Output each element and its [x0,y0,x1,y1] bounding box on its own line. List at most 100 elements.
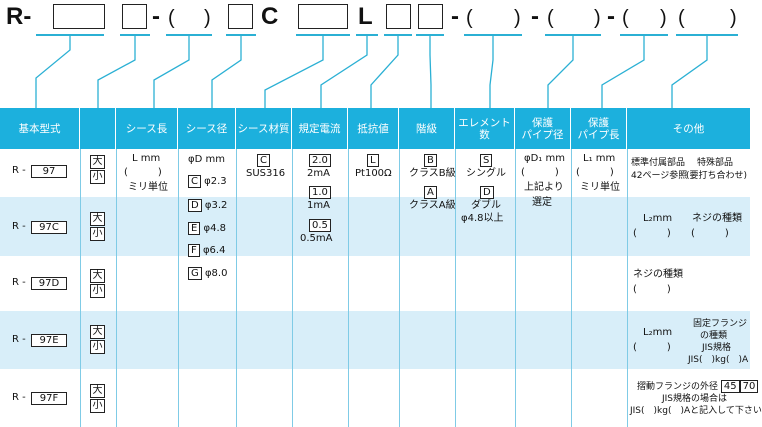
column-divider [236,149,237,427]
current-code-2: 1.0 [309,186,331,199]
column-divider [455,149,456,427]
row-band-5 [0,369,750,427]
resistor-code-box: L [367,154,379,167]
guard-len-note: ミリ単位 [580,182,620,193]
code-dash-3: - [531,3,539,30]
header-guard-dia-line2: パイプ径 [521,128,564,141]
row-r-label-3: R - [12,277,26,288]
row-model-1: 97 [31,165,67,178]
row-model-5: 97F [31,392,67,405]
guard-dia-line3: 上記より [524,182,564,193]
row-model-3: 97D [31,277,67,290]
connector-lines [35,35,708,108]
other-r4-b4: JIS( )kg( )A [688,355,749,365]
code-box-sheath-len [122,4,147,29]
header-other: その他 [627,108,750,149]
current-value-3: 0.5mA [300,233,333,244]
column-divider [515,149,516,427]
underline-sheath-len [120,34,150,36]
other-r2-b1: ネジの種類 [692,213,742,224]
code-paren-close-5: ) [730,7,737,29]
other-r4-b2: の種類 [700,331,728,341]
column-divider [116,149,117,427]
elements-d-box: D [480,186,494,199]
other-r4-a1: L₂mm [643,327,673,338]
current-code-box: 1.0 [309,186,331,199]
row-band-4 [0,311,750,369]
size-big-4: 大 [90,325,105,339]
other-r5-l3: JIS( )kg( )Aと記入して下さい [630,406,762,416]
guard-dia-line4: 選定 [532,197,552,208]
column-divider [399,149,400,427]
sheath-dia-title: φD mm [188,154,225,165]
header-sheath-len: シース長 [116,108,178,149]
header-size [80,108,116,149]
row-r-label-4: R - [12,334,26,345]
row-r-label-2: R - [12,221,26,232]
sheath-len-parens: ( ) [124,167,162,178]
code-paren-close-2: ) [514,7,521,29]
header-current: 規定電流 [292,108,348,149]
header-guard-dia: 保護 パイプ径 [515,108,571,149]
column-divider [571,149,572,427]
guard-dia-unit: φD₁ mm [524,153,565,164]
sheath-dia-value: φ6.4 [202,245,226,256]
column-divider [80,149,81,427]
row-r-label-5: R - [12,392,26,403]
sheath-dia-value: φ4.8 [203,223,227,234]
header-grade: 階級 [399,108,455,149]
size-big-3: 大 [90,269,105,283]
header-guard-len-line2: パイプ長 [577,128,620,141]
sheath-dia-option: D φ3.2 [188,199,227,212]
other-r1-a2: 42ページ参照 [631,171,688,181]
other-r5-c2: 70 [739,380,759,393]
code-dash-1: - [152,3,160,30]
underline-other-1 [620,34,668,36]
underline-resistor [356,34,378,36]
other-r4-b3: JIS規格 [702,343,732,353]
code-c-letter: C [261,3,279,30]
underline-sheath-dia [166,34,212,36]
guard-len-unit: L₁ mm [583,153,616,164]
row-band-2 [0,197,750,256]
grade-value-a: クラスA級 [409,200,456,211]
code-paren-close-4: ) [660,7,667,29]
header-resistor: 抵抗値 [348,108,399,149]
sheath-mat-code: C [257,154,270,167]
other-r4-b1: 固定フランジ [693,319,748,329]
sheath-len-note: ミリ単位 [128,182,168,193]
sheath-dia-option: F φ6.4 [188,244,225,257]
current-code-box: 2.0 [309,154,331,167]
other-r2-b2: ( ) [691,228,729,239]
resistor-code: L [367,154,379,167]
code-dash-2: - [451,3,459,30]
other-r4-a2: ( ) [633,342,671,353]
underline-model [36,34,104,36]
column-divider [178,149,179,427]
elements-s-box: S [480,154,493,167]
sheath-dia-option: G φ8.0 [188,267,227,280]
current-code-box: 0.5 [309,219,331,232]
grade-code-box: A [424,186,437,199]
sheath-dia-code: D [188,199,202,212]
current-value-1: 2mA [307,168,330,179]
column-divider [348,149,349,427]
row-model-4: 97E [31,334,67,347]
size-small-5: 小 [90,399,105,413]
sheath-dia-option: E φ4.8 [188,222,226,235]
code-paren-open-1: ( [168,7,175,29]
code-paren-open-5: ( [678,7,685,29]
underline-guard-dia [464,34,522,36]
underline-elements [416,34,444,36]
header-guard-dia-line1: 保護 [532,116,553,129]
code-paren-close-1: ) [204,7,211,29]
code-paren-open-2: ( [466,7,473,29]
size-big-5: 大 [90,384,105,398]
code-box-model [53,4,105,29]
other-r5-c1: 45 [720,380,740,393]
elements-d-note: φ4.8以上 [461,213,504,224]
other-r2-a2: ( ) [633,228,671,239]
sheath-len-unit: L mm [132,153,161,164]
sheath-dia-value: φ3.2 [204,200,228,211]
other-r1-b2: (要打ち合わせ) [686,171,748,181]
